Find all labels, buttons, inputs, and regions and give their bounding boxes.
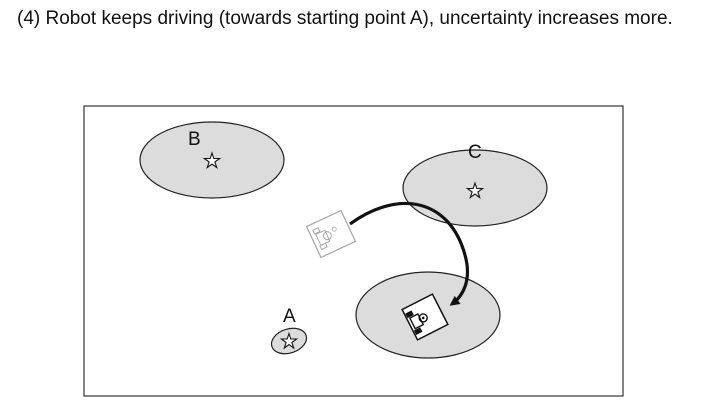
star-icon	[202, 151, 222, 169]
star-icon	[465, 181, 485, 199]
robot-current-pose	[401, 293, 449, 341]
caption-text: (4) Robot keeps driving (towards startin…	[17, 8, 673, 29]
landmark-c: C	[402, 142, 548, 227]
landmark-b-label: B	[188, 129, 201, 150]
landmark-a-label: A	[283, 306, 296, 327]
star-icon	[279, 331, 299, 350]
robot-previous-pose	[305, 209, 357, 259]
landmark-c-label: C	[468, 142, 482, 163]
landmark-b: B	[139, 121, 285, 199]
robot-path-arrow	[349, 201, 470, 306]
landmark-a: A	[270, 306, 308, 355]
